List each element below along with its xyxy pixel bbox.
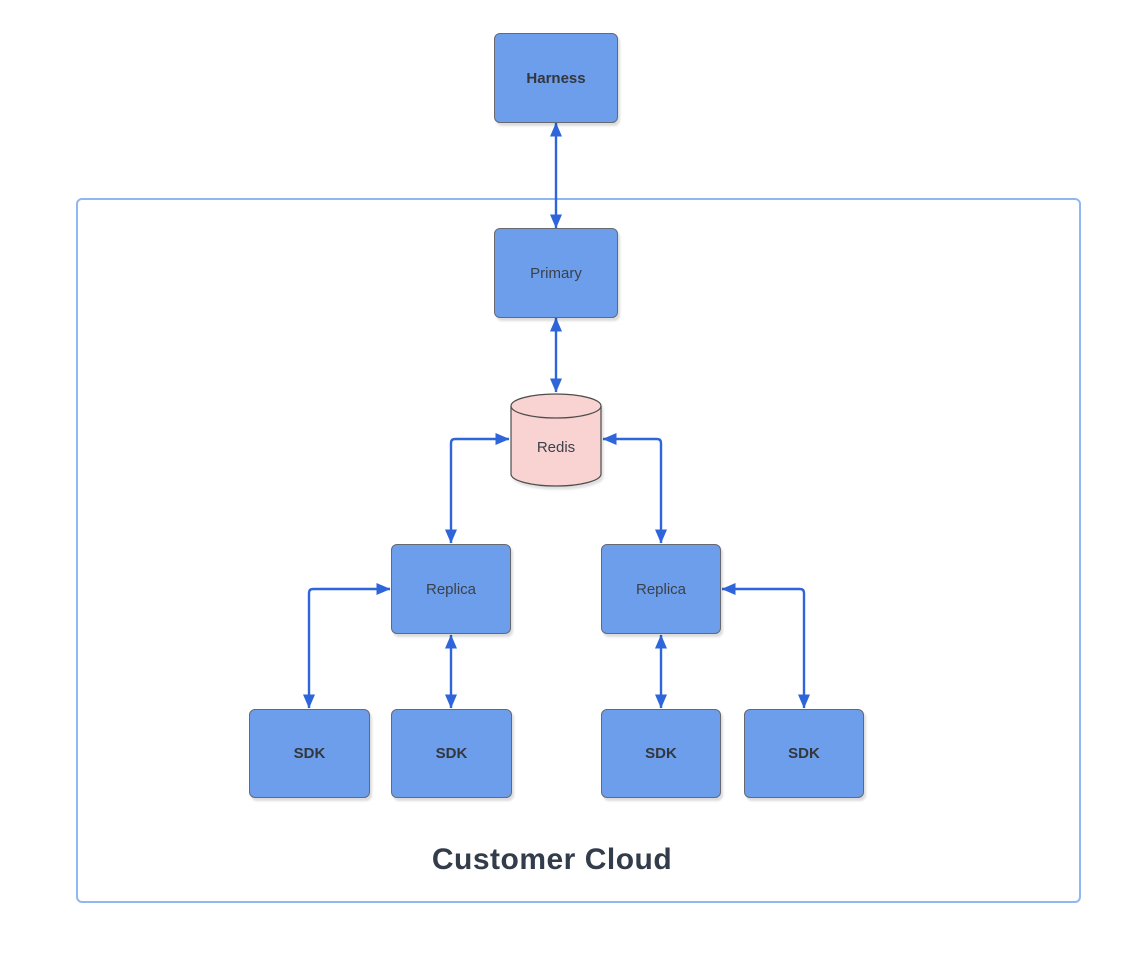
- node-sdk-1-label: SDK: [293, 745, 326, 762]
- node-replica-left: Replica: [391, 544, 511, 634]
- edge-replica-right-sdk4: [721, 583, 810, 709]
- node-sdk-4-label: SDK: [788, 745, 820, 762]
- node-harness: Harness: [494, 33, 618, 123]
- node-primary-label: Primary: [530, 264, 582, 282]
- customer-cloud-label: Customer Cloud: [431, 843, 673, 876]
- node-replica-right-label: Replica: [635, 580, 687, 598]
- edge-redis-replica-left: [445, 433, 510, 544]
- node-replica-right: Replica: [601, 544, 721, 634]
- node-sdk-3: SDK: [601, 709, 721, 798]
- node-redis: Redis: [510, 393, 602, 487]
- node-sdk-2: SDK: [391, 709, 512, 798]
- database-cylinder-icon: [510, 393, 602, 487]
- node-replica-left-label: Replica: [425, 580, 477, 598]
- customer-cloud-container: Customer Cloud: [76, 198, 1081, 903]
- edge-replica-left-sdk1: [303, 583, 391, 709]
- node-primary: Primary: [494, 228, 618, 318]
- edge-redis-replica-right: [602, 433, 667, 544]
- node-redis-label: Redis: [536, 438, 576, 456]
- node-sdk-2-label: SDK: [435, 745, 468, 762]
- node-sdk-4: SDK: [744, 709, 864, 798]
- node-harness-label: Harness: [526, 69, 586, 87]
- node-sdk-3-label: SDK: [645, 745, 677, 762]
- node-sdk-1: SDK: [249, 709, 370, 798]
